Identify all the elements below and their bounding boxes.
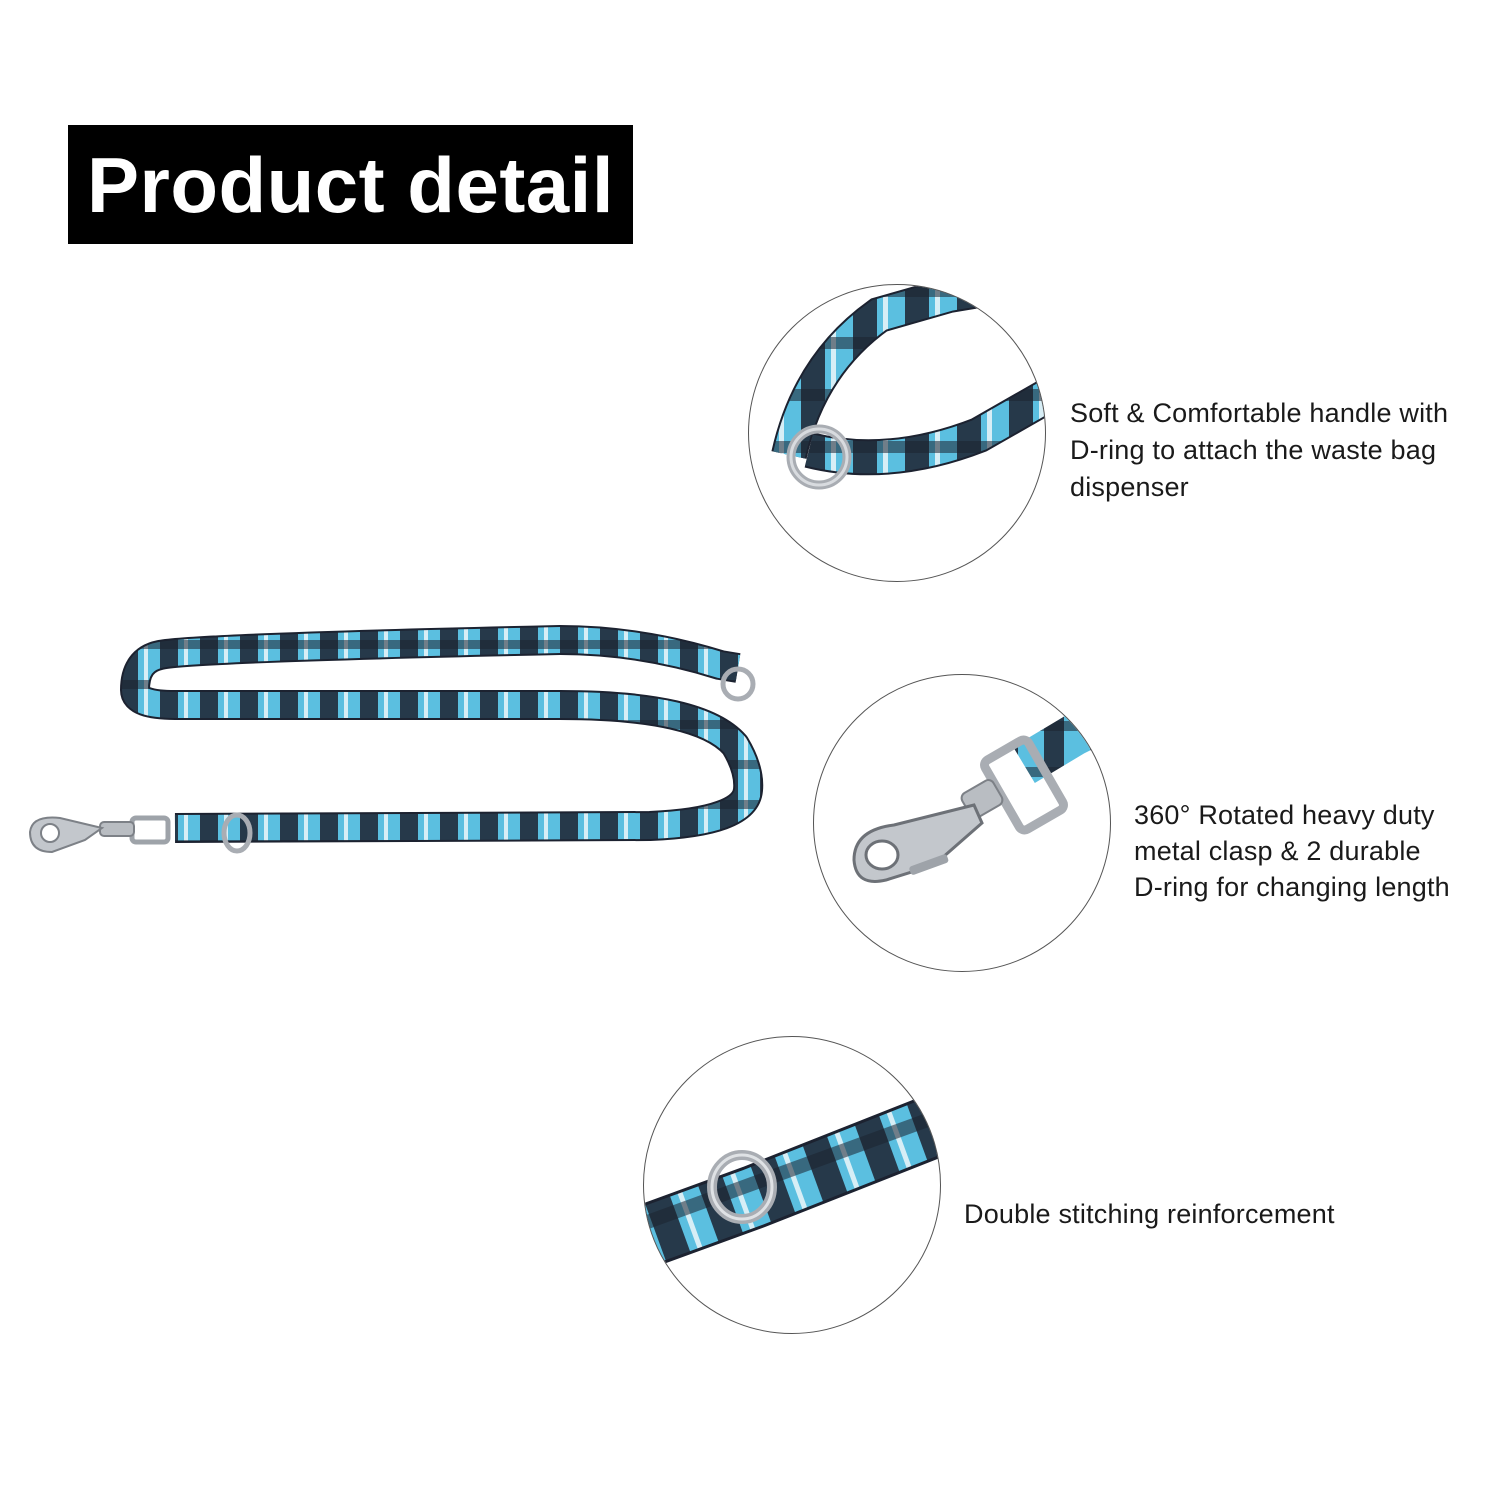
handle-with-d-ring-icon (771, 285, 1045, 490)
title-banner: Product detail (68, 125, 633, 244)
clasp-d-ring (221, 812, 253, 854)
handle-caption: Soft & Comfortable handle with D-ring to… (1070, 398, 1449, 502)
d-ring-stitching-icon (644, 1092, 940, 1268)
clasp-caption: 360° Rotated heavy duty metal clasp & 2 … (1134, 800, 1450, 902)
stitching-caption: Double stitching reinforcement (964, 1199, 1335, 1229)
snap-clasp (28, 815, 171, 854)
d-ring-detail-circle (643, 1036, 941, 1334)
page-title: Product detail (86, 140, 615, 229)
swivel-clasp-icon (852, 696, 1110, 883)
handle-d-ring (720, 666, 756, 702)
handle-detail-circle (748, 284, 1046, 582)
clasp-detail-circle (813, 674, 1111, 972)
